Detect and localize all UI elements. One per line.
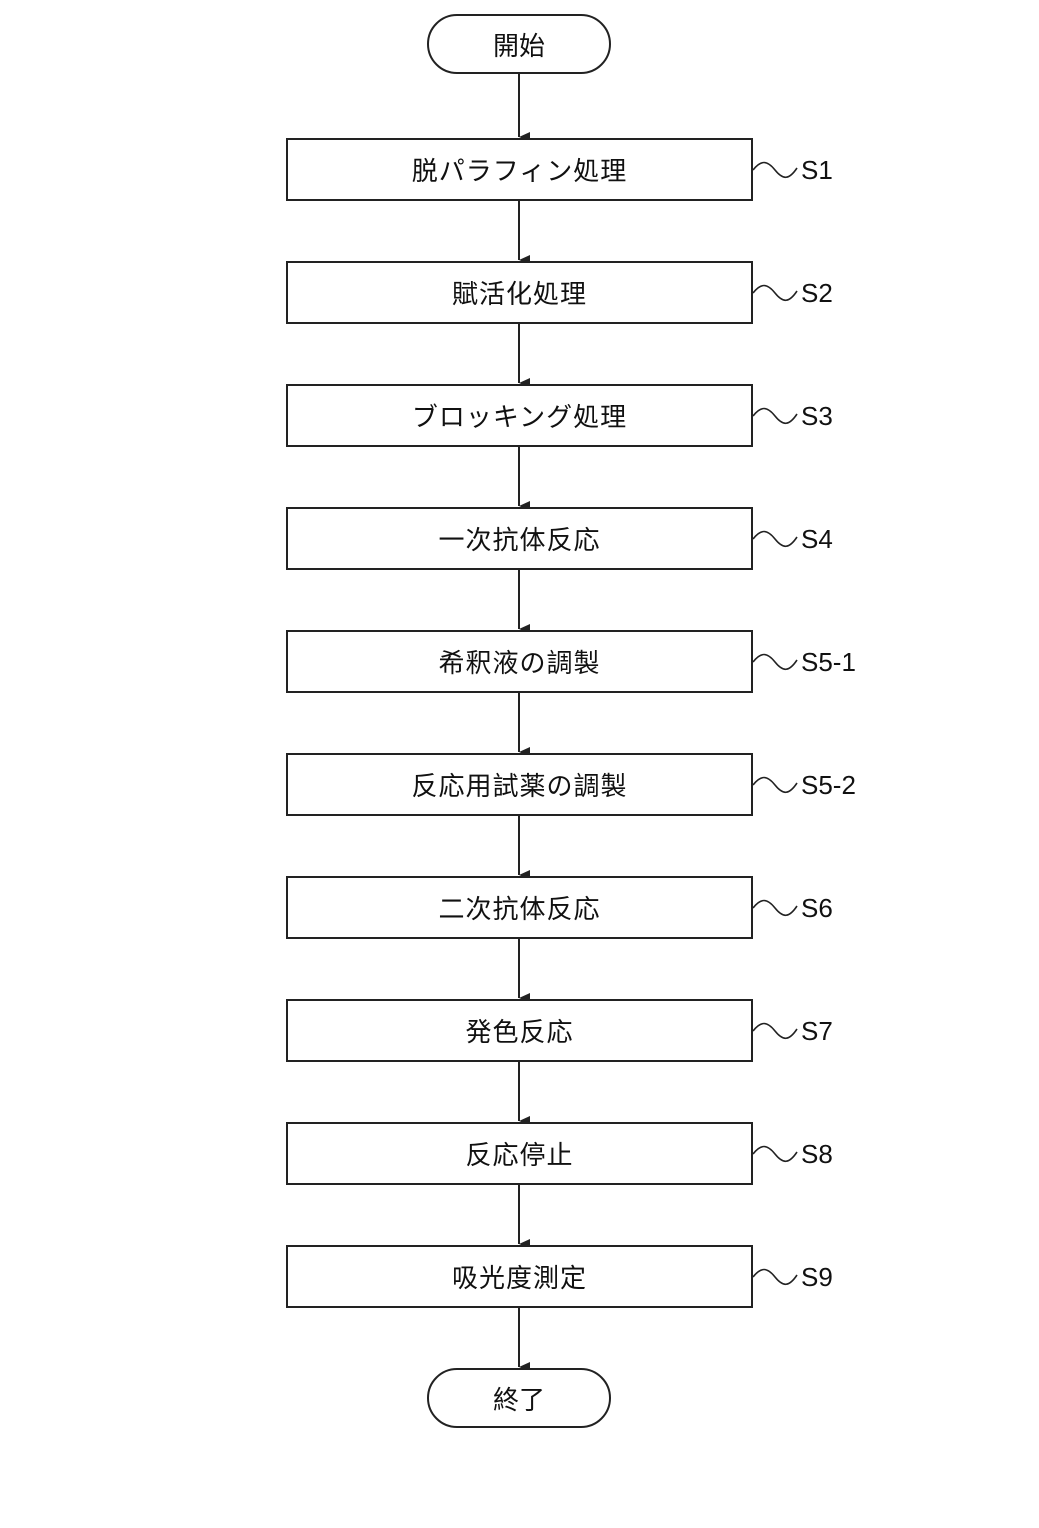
step-leader-lines xyxy=(753,163,797,1285)
leader-line-8 xyxy=(753,1024,797,1039)
leader-line-6 xyxy=(753,778,797,793)
step-box-s1: 脱パラフィン処理 xyxy=(286,138,753,201)
step-box-s5-2: 反応用試薬の調製 xyxy=(286,753,753,816)
start-terminal: 開始 xyxy=(427,14,611,74)
leader-line-10 xyxy=(753,1270,797,1285)
step-label-s8: 反応停止 xyxy=(465,1135,573,1172)
step-label-s5-1: 希釈液の調製 xyxy=(438,643,600,680)
step-label-s2: 賦活化処理 xyxy=(452,274,587,311)
step-box-s6: 二次抗体反応 xyxy=(286,876,753,939)
step-box-s3: ブロッキング処理 xyxy=(286,384,753,447)
step-box-s7: 発色反応 xyxy=(286,999,753,1062)
step-id-s5-2: S5-2 xyxy=(801,770,856,800)
leader-line-7 xyxy=(753,901,797,916)
leader-line-9 xyxy=(753,1147,797,1162)
step-id-s4: S4 xyxy=(801,524,833,554)
step-label-s9: 吸光度測定 xyxy=(452,1258,587,1295)
step-label-s3: ブロッキング処理 xyxy=(412,397,627,434)
step-box-s5-1: 希釈液の調製 xyxy=(286,630,753,693)
step-id-s5-1: S5-1 xyxy=(801,647,856,677)
step-label-s6: 二次抗体反応 xyxy=(438,889,600,926)
step-id-s8: S8 xyxy=(801,1139,833,1169)
step-label-s7: 発色反応 xyxy=(465,1012,573,1049)
leader-line-1 xyxy=(753,163,797,178)
end-label: 終了 xyxy=(493,1380,545,1417)
step-box-s8: 反応停止 xyxy=(286,1122,753,1185)
step-id-s6: S6 xyxy=(801,893,833,923)
leader-line-2 xyxy=(753,286,797,301)
step-id-s3: S3 xyxy=(801,401,833,431)
leader-line-4 xyxy=(753,532,797,547)
leader-line-5 xyxy=(753,655,797,670)
step-label-s5-2: 反応用試薬の調製 xyxy=(411,766,627,803)
step-id-s7: S7 xyxy=(801,1016,833,1046)
step-box-s9: 吸光度測定 xyxy=(286,1245,753,1308)
leader-line-3 xyxy=(753,409,797,424)
step-label-s4: 一次抗体反応 xyxy=(438,520,600,557)
step-label-s1: 脱パラフィン処理 xyxy=(412,151,627,188)
step-id-s9: S9 xyxy=(801,1262,833,1292)
end-terminal: 終了 xyxy=(427,1368,611,1428)
step-box-s4: 一次抗体反応 xyxy=(286,507,753,570)
start-label: 開始 xyxy=(493,26,545,63)
step-id-s2: S2 xyxy=(801,278,833,308)
step-box-s2: 賦活化処理 xyxy=(286,261,753,324)
step-id-s1: S1 xyxy=(801,155,833,185)
